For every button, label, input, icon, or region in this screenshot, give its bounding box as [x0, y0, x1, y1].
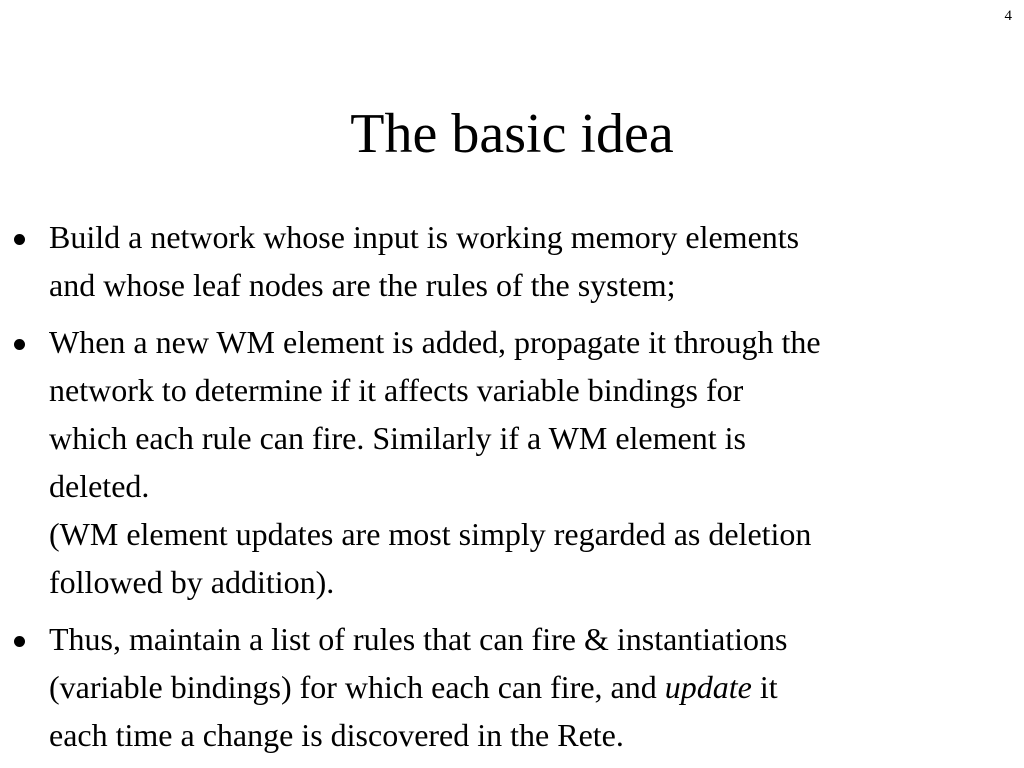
bullet-line: and whose leaf nodes are the rules of th… [49, 267, 676, 303]
bullet-list: Build a network whose input is working m… [0, 213, 1024, 768]
bullet-line: which each rule can fire. Similarly if a… [49, 420, 746, 456]
bullet-text: (variable bindings) for which each can f… [49, 669, 665, 705]
bullet-line: Thus, maintain a list of rules that can … [49, 621, 788, 657]
bullet-dot-icon [14, 339, 25, 350]
bullet-line: (WM element updates are most simply rega… [49, 516, 812, 552]
bullet-line: Build a network whose input is working m… [49, 219, 800, 255]
bullet-line: network to determine if it affects varia… [49, 372, 744, 408]
page-number: 4 [1004, 8, 1013, 24]
bullet-item: Thus, maintain a list of rules that can … [0, 615, 1024, 759]
bullet-line: (variable bindings) for which each can f… [49, 663, 1014, 711]
bullet-line: followed by addition). [49, 564, 335, 600]
bullet-line: each time a change is discovered in the … [49, 717, 624, 753]
bullet-line: When a new WM element is added, propagat… [49, 324, 821, 360]
bullet-text: it [751, 669, 778, 705]
slide-title: The basic idea [350, 103, 674, 165]
emphasis-text: update [664, 669, 752, 705]
bullet-item: Build a network whose input is working m… [0, 213, 1024, 309]
bullet-item: When a new WM element is added, propagat… [0, 318, 1024, 606]
bullet-line: deleted. [49, 468, 150, 504]
bullet-dot-icon [14, 636, 25, 647]
bullet-dot-icon [14, 234, 25, 245]
